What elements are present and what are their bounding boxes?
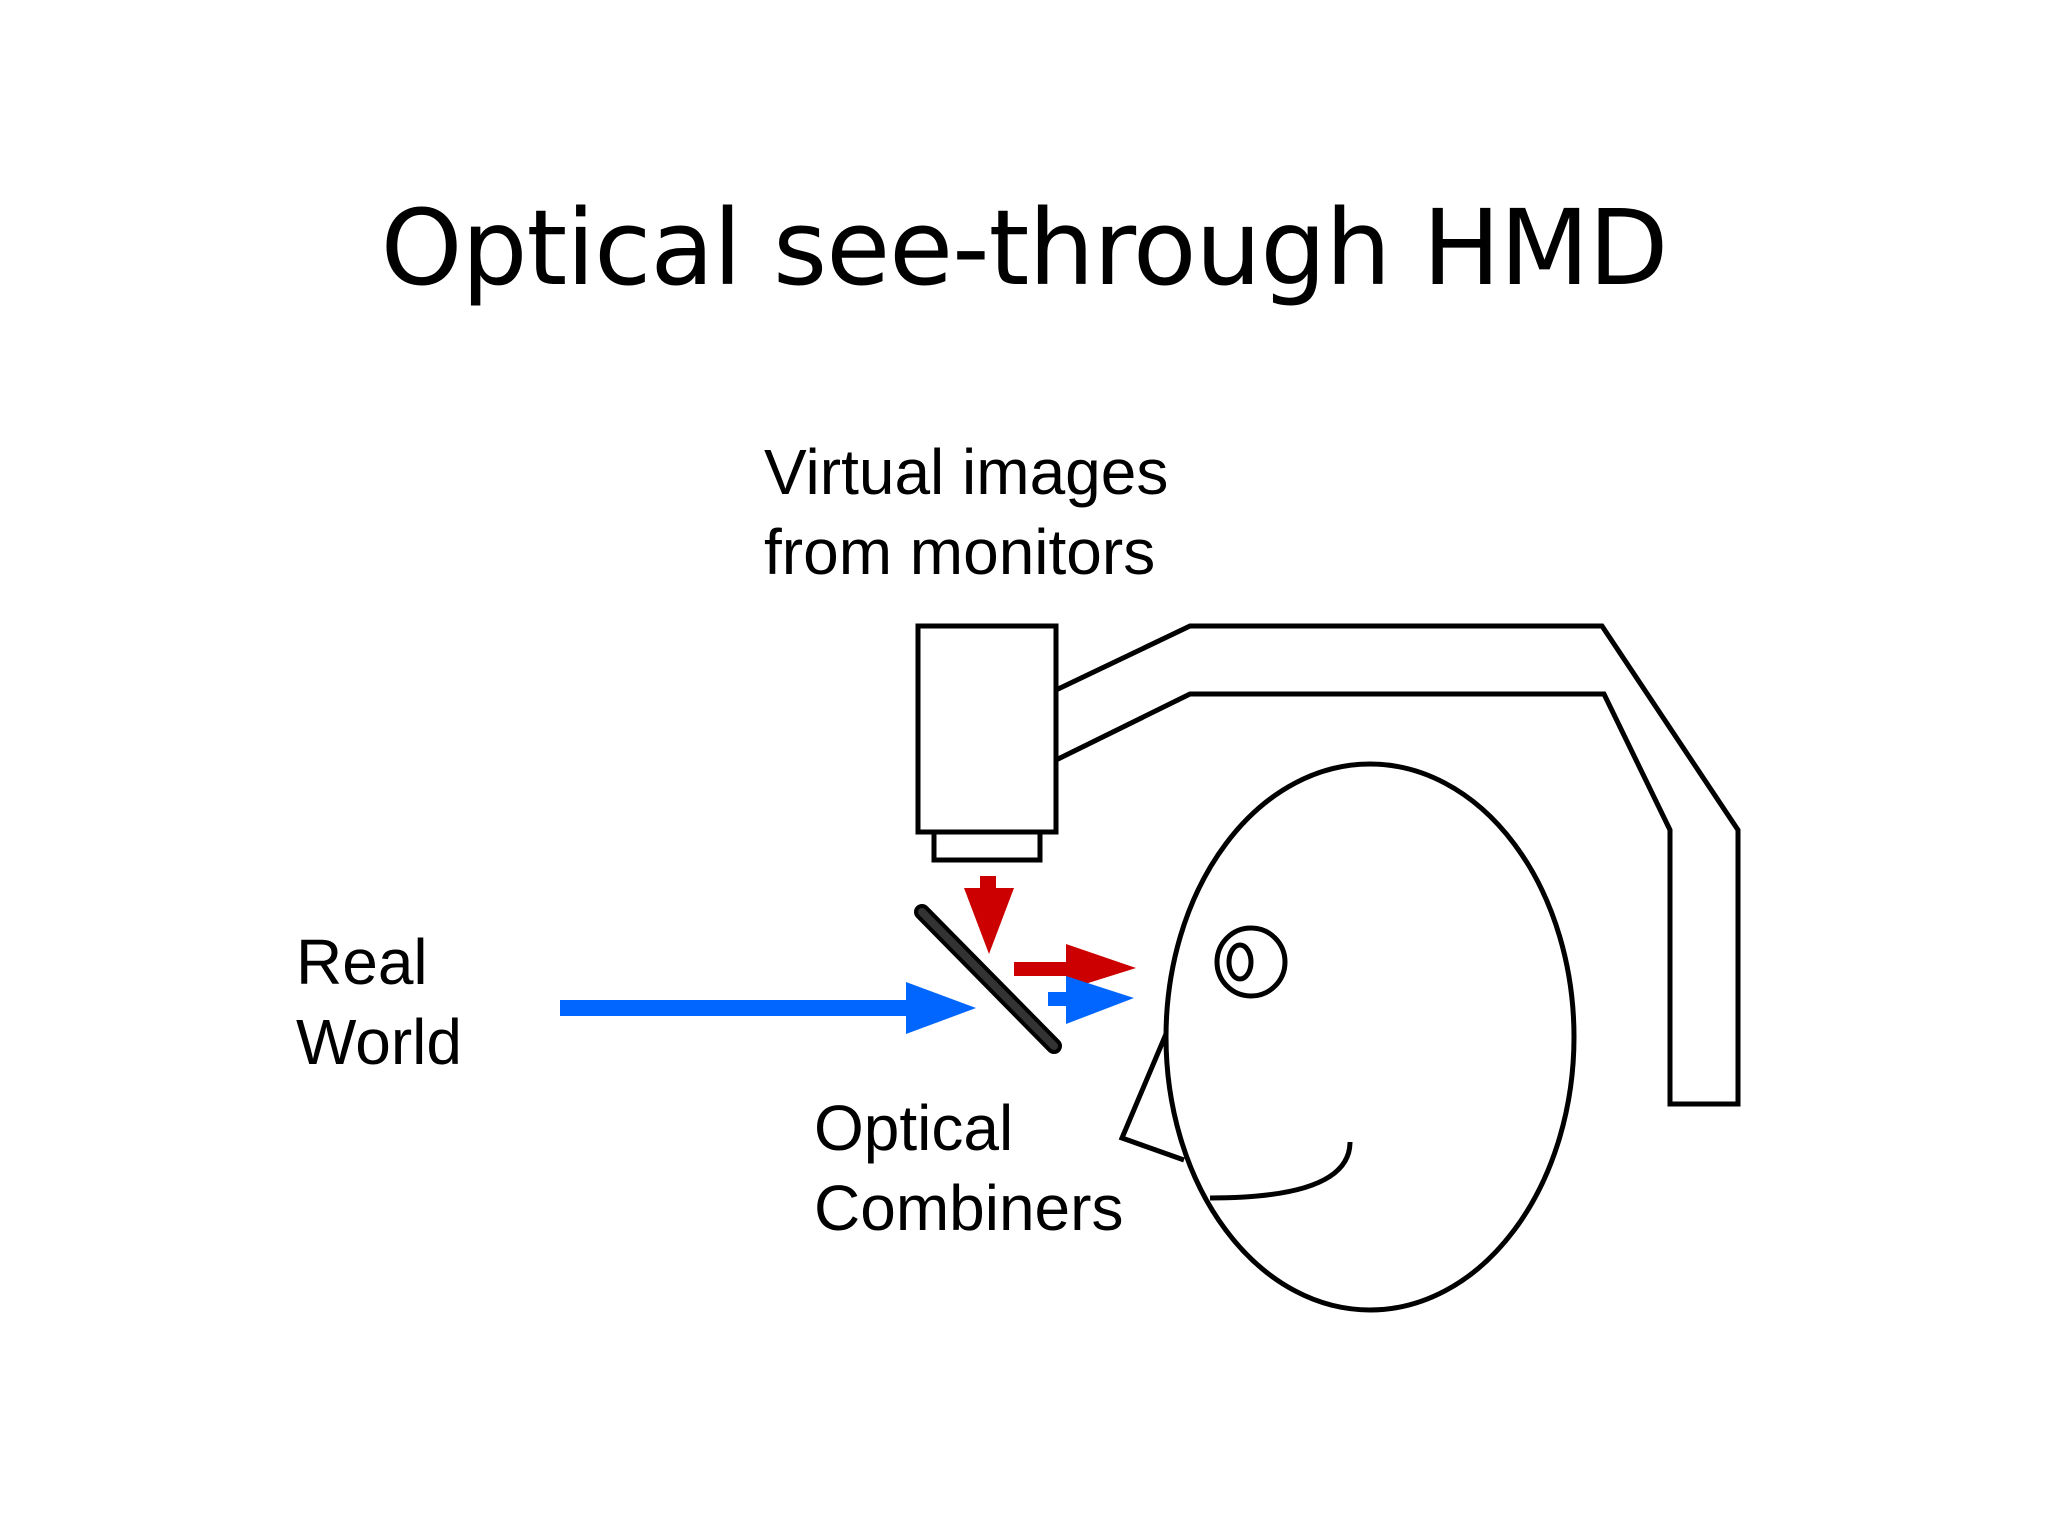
virtual-images-label: Virtual images from monitors [764,432,1168,592]
monitor-box [915,623,1059,835]
virtual-arrow-down-shaft [980,876,996,890]
optical-combiners-label: Optical Combiners [814,1088,1123,1248]
optical-combiners-label-line-2: Combiners [814,1172,1124,1244]
combined-red-arrow-shaft [1014,962,1068,976]
eye-outer [1214,925,1288,999]
optical-combiners-label-line-1: Optical [814,1092,1014,1164]
real-world-label: Real World [296,922,462,1082]
real-world-arrow-shaft [560,1000,910,1016]
optical-combiner-highlight [918,908,1058,1050]
combined-red-arrow-head [1066,944,1136,990]
page-title: Optical see-through HMD [380,187,1669,309]
monitor-lens [931,829,1043,863]
virtual-images-label-line-2: from monitors [764,516,1156,588]
eye-pupil [1226,942,1254,982]
combined-blue-arrow-head [1066,976,1134,1024]
virtual-arrow-down-head [964,888,1014,954]
mouth [1209,1141,1353,1201]
real-world-arrow-head [906,982,976,1034]
real-world-label-line-1: Real [296,926,428,998]
real-world-label-line-2: World [296,1006,462,1078]
head-outline [1163,761,1577,1313]
nose [1118,1033,1185,1163]
headband-outer [1054,623,1741,1107]
virtual-images-label-line-1: Virtual images [764,436,1169,508]
